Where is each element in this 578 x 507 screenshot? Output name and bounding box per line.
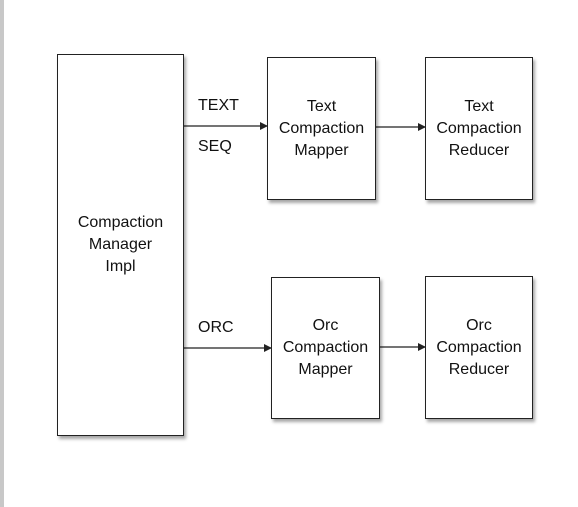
node-label: Compaction Manager Impl — [77, 214, 164, 275]
node-label: Orc Compaction Reducer — [436, 316, 522, 378]
node-label: Text Compaction Reducer — [436, 97, 522, 159]
node-label: Text Compaction Mapper — [278, 97, 365, 159]
node-label: Orc Compaction Mapper — [282, 317, 369, 378]
edge-label-orc: ORC — [198, 319, 234, 336]
edge-label-text: TEXT — [198, 97, 239, 114]
edge-label-seq: SEQ — [198, 138, 232, 155]
node-orc-compaction-mapper: Orc Compaction Mapper — [271, 277, 380, 419]
node-text-compaction-reducer: Text Compaction Reducer — [425, 57, 533, 200]
node-orc-compaction-reducer: Orc Compaction Reducer — [425, 276, 533, 419]
node-text-compaction-mapper: Text Compaction Mapper — [267, 57, 376, 200]
left-border-rule — [0, 0, 4, 507]
node-compaction-manager-impl: Compaction Manager Impl — [57, 54, 184, 436]
